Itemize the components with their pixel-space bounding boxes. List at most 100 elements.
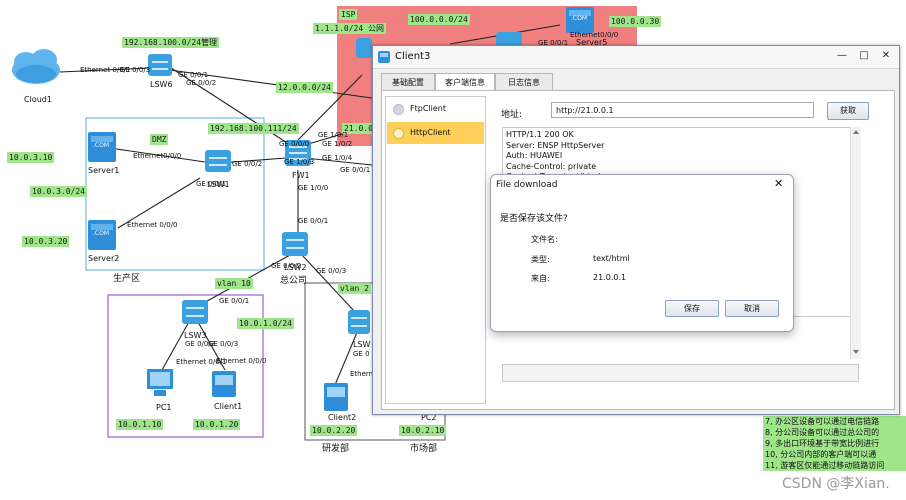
port-label: GE 0/0/3: [316, 267, 347, 275]
subnet-label: 10.0.2.10: [399, 425, 447, 436]
router-icon[interactable]: [496, 32, 522, 48]
device-label-lsw: LSW: [353, 340, 371, 349]
cancel-button[interactable]: 取消: [725, 300, 779, 317]
port-label: GE 1/0/2: [322, 140, 353, 148]
http-client-icon: [393, 128, 404, 139]
subnet-label: 10.0.3.0/24: [30, 186, 87, 197]
device-label-server2: Server2: [88, 254, 120, 263]
server-icon[interactable]: [88, 132, 116, 162]
switch-icon[interactable]: [348, 310, 370, 334]
window-titlebar[interactable]: Client3 — □ ✕: [373, 46, 899, 69]
port-label: GE 0/0/1: [538, 39, 569, 47]
requirement-note: 8, 分公司设备可以通过总公司的: [763, 427, 906, 438]
response-line: Server: ENSP HttpServer: [506, 140, 605, 150]
close-icon[interactable]: ✕: [774, 177, 784, 190]
port-label: Ethernet 0/0/1: [176, 358, 227, 366]
scroll-up-icon[interactable]: [852, 129, 860, 135]
firewall-icon[interactable]: [285, 140, 311, 166]
device-label-server5: Server5: [576, 38, 608, 47]
subnet-label: 21.0.0.: [342, 123, 380, 134]
device-label-lsw2: LSW2: [284, 263, 307, 272]
port-label: GE 1/0/0: [298, 184, 329, 192]
list-item-ftpclient[interactable]: FtpClient: [387, 98, 484, 120]
pc-icon[interactable]: [147, 369, 173, 396]
response-line: HTTP/1.1 200 OK: [506, 130, 574, 139]
port-label: Ethern: [350, 370, 374, 378]
router-icon[interactable]: [356, 38, 372, 58]
subnet-label: vlan 2: [338, 283, 371, 294]
scroll-down-icon[interactable]: [852, 349, 860, 355]
subnet-label: 192.168.100.0/24管理: [122, 37, 220, 48]
device-label-client2: Client2: [328, 413, 357, 422]
subnet-label: 10.0.3.20: [22, 236, 70, 247]
device-label-lsw6: LSW6: [150, 80, 173, 89]
device-label-lsw3: LSW3: [184, 331, 207, 340]
tab-log-info[interactable]: 日志信息: [495, 73, 553, 92]
subnet-label: 1.1.1.0/24 公网: [313, 23, 386, 34]
port-label: GE 0/0/1: [196, 180, 227, 188]
minimize-icon[interactable]: —: [837, 50, 847, 61]
server-icon[interactable]: [566, 7, 594, 33]
server-icon[interactable]: [88, 220, 116, 250]
subnet-label: 12.0.0.0/24: [276, 82, 333, 93]
response-scrollbar[interactable]: [850, 127, 861, 359]
address-input[interactable]: http://21.0.0.1: [551, 102, 814, 118]
subnet-label: vlan 10: [215, 278, 253, 289]
requirement-note: 7, 办公区设备可以通过电信链路: [763, 416, 906, 427]
port-label: GE 0/0/1: [178, 71, 209, 79]
from-value: 21.0.0.1: [593, 273, 627, 282]
dialog-question: 是否保存该文件?: [500, 214, 568, 224]
switch-icon[interactable]: [282, 232, 308, 256]
switch-icon[interactable]: [148, 54, 172, 76]
response-line: Auth: HUAWEI: [506, 151, 563, 160]
dept-zone-1: [107, 294, 264, 438]
status-bar: [502, 364, 859, 382]
device-label-cloud1: Cloud1: [24, 95, 52, 104]
fetch-button[interactable]: 获取: [827, 102, 869, 120]
client-app-icon: [378, 51, 390, 63]
zone-label-hq: 总公司: [280, 276, 308, 286]
client-icon[interactable]: [324, 383, 348, 411]
port-label: Ethernet 0/0/0: [127, 221, 178, 229]
subnet-label: 10.0.3.10: [7, 152, 55, 163]
port-label: Ethernet0/0/0: [570, 31, 619, 39]
list-item-httpclient[interactable]: HttpClient: [387, 122, 484, 144]
port-label: GE 0/0/1: [298, 217, 329, 225]
client-icon[interactable]: [212, 371, 236, 397]
port-label: GE 1/0/1: [318, 131, 349, 139]
zone-label-rnd: 研发部: [322, 444, 350, 454]
port-label: Ethernet 0/0/0: [216, 357, 267, 365]
response-line: Cache-Control: private: [506, 161, 597, 171]
device-label-pc2: PC2: [421, 413, 437, 422]
cloud-icon[interactable]: [12, 49, 60, 84]
zone-label-market: 市场部: [410, 444, 438, 454]
dialog-title: File download: [496, 180, 558, 190]
port-label: GE 0/0/2: [271, 262, 302, 270]
subnet-label: 10.0.1.0/24: [237, 318, 294, 329]
port-label: GE 1/0/4: [322, 154, 353, 162]
maximize-icon[interactable]: □: [859, 50, 869, 61]
file-download-dialog[interactable]: File download ✕ 是否保存该文件? 文件名: 类型: text/h…: [490, 174, 794, 332]
subnet-label: DMZ: [150, 134, 169, 145]
list-item-label: HttpClient: [410, 128, 451, 137]
port-label: GE 0/0/1: [340, 166, 371, 174]
address-label: 地址:: [501, 110, 523, 120]
switch-icon[interactable]: [205, 150, 231, 172]
device-label-client1: Client1: [214, 402, 243, 411]
device-label-lsw1: LSW1: [207, 180, 230, 189]
subnet-label: 10.0.1.10: [116, 419, 164, 430]
port-label: Ethernet 0/0/1: [80, 66, 131, 74]
device-label-pc1: PC1: [156, 403, 172, 412]
requirement-note: 10, 分公司内部的客户端可以通: [763, 449, 906, 460]
switch-icon[interactable]: [182, 300, 208, 324]
requirement-note: 11, 游客区仅能通过移动链路访问: [763, 460, 906, 471]
port-label: GE 1/0/3: [284, 158, 315, 166]
close-icon[interactable]: ✕: [881, 50, 891, 61]
subnet-label: 100.0.0.30: [609, 16, 662, 27]
subnet-label: ISP: [339, 9, 358, 20]
save-button[interactable]: 保存: [665, 300, 719, 317]
port-label: GE 0/0/3: [120, 66, 151, 74]
device-label-fw1: FW1: [292, 171, 310, 180]
window-title: Client3: [395, 51, 431, 62]
subnet-label: 10.0.2.20: [310, 425, 358, 436]
